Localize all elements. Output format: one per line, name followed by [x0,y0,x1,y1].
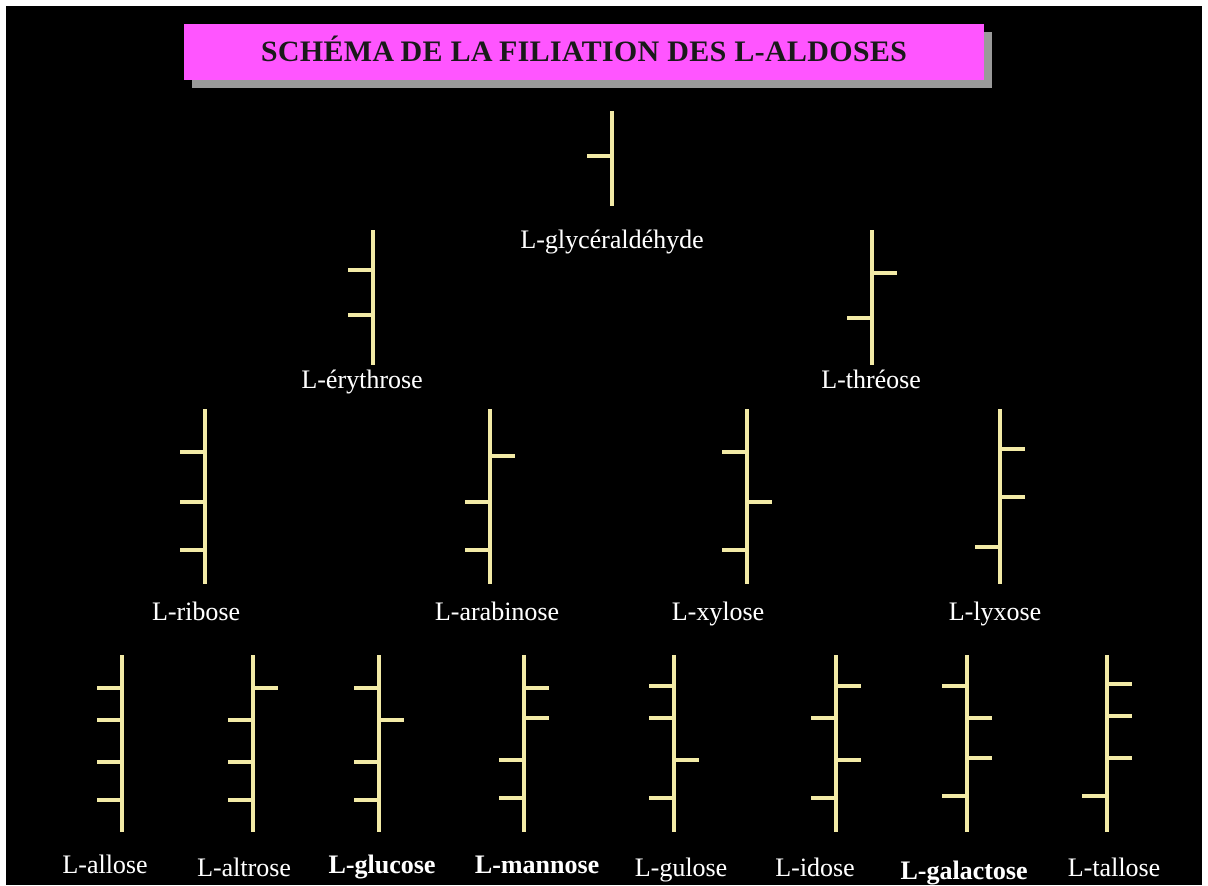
fischer-projection-arabinose [465,409,515,584]
fischer-projection-altrose [228,655,278,832]
fischer-projection-glyceraldehyde [587,111,614,206]
fischer-projection-galactose [942,655,992,832]
fischer-projection-lyxose [975,409,1025,584]
molecule-label-idose: L-idose [775,853,855,882]
molecule-label-erythrose: L-érythrose [301,365,423,394]
fischer-projection-glucose [354,655,404,832]
molecule-label-lyxose: L-lyxose [948,597,1042,626]
molecule-label-glucose: L-glucose [328,850,436,879]
fischer-projection-erythrose [348,230,375,365]
molecule-label-tallose: L-tallose [1067,853,1161,882]
molecule-label-threose: L-thréose [821,365,921,394]
molecule-label-allose: L-allose [62,850,148,879]
molecule-label-xylose: L-xylose [671,597,765,626]
diagram-title: SCHÉMA DE LA FILIATION DES L-ALDOSES [184,24,984,80]
fischer-projection-ribose [180,409,207,584]
molecule-label-gulose: L-gulose [634,853,728,882]
fischer-projection-gulose [649,655,699,832]
molecule-label-glyceraldehyde: L-glycéraldéhyde [520,225,704,254]
molecule-label-altrose: L-altrose [197,853,291,882]
fischer-projection-tallose [1082,655,1132,832]
fischer-projection-allose [97,655,124,832]
molecule-label-arabinose: L-arabinose [434,597,560,626]
fischer-projection-xylose [722,409,772,584]
molecule-label-galactose: L-galactose [900,856,1028,885]
molecule-label-mannose: L-mannose [474,850,600,879]
fischer-projection-idose [811,655,861,832]
fischer-projection-threose [847,230,897,365]
molecule-label-ribose: L-ribose [151,597,241,626]
fischer-projection-mannose [499,655,549,832]
